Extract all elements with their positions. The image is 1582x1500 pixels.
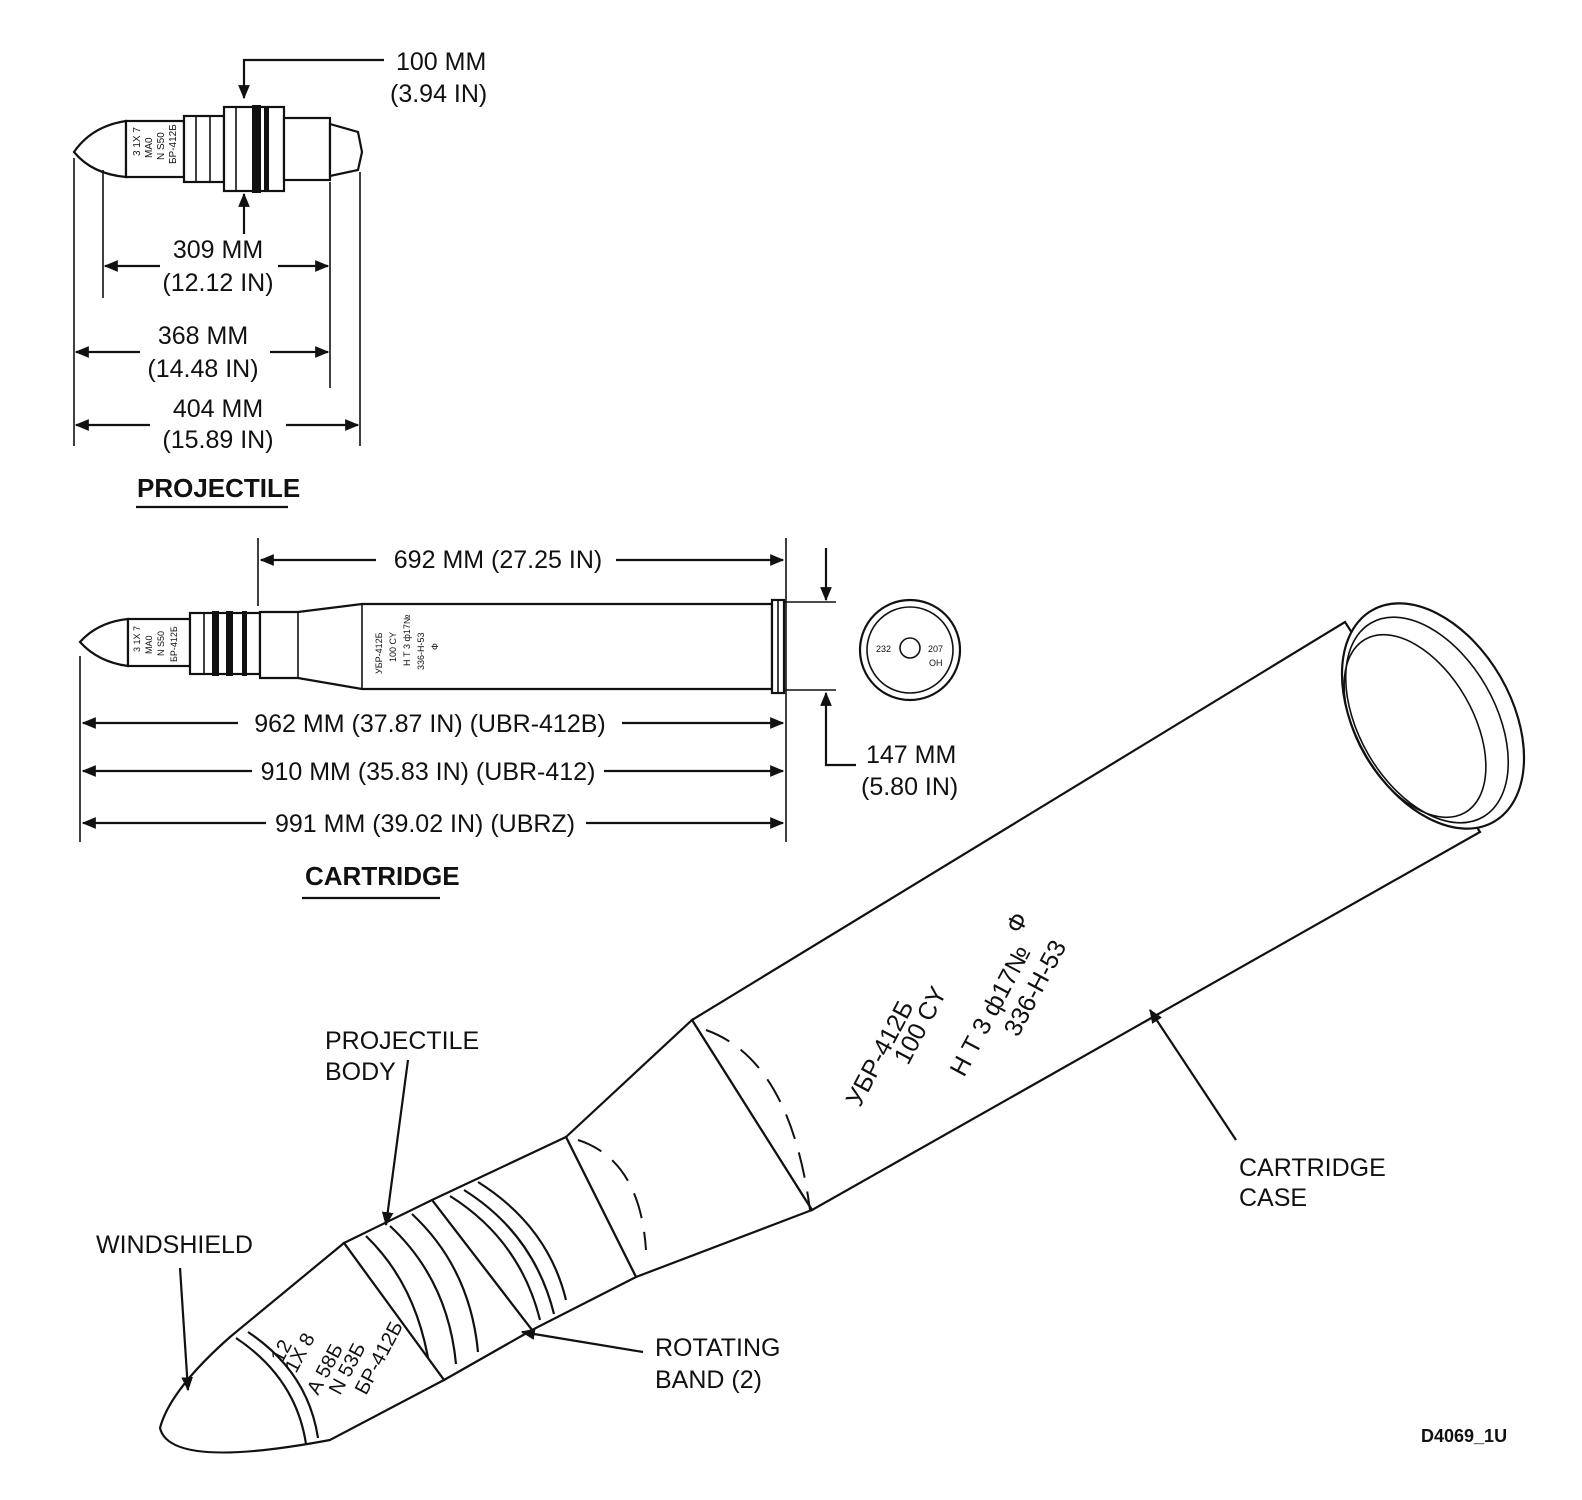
projectile-extension-lines	[73, 158, 361, 446]
cartridge-perspective-view: УБР-412Б 100 CY Н Т 3 ф17№ 336-Н-53 Ф 12…	[96, 602, 1526, 1454]
cartridge-case-markings: УБР-412Б 100 CY Н Т 3 ф17№ 336-Н-53 Ф	[374, 614, 440, 674]
cartridge-extension-lines	[79, 538, 836, 842]
projectile-markings: 3 1X 7 MA0 N S50 БР-412Б	[132, 124, 179, 164]
cartridge-nose-marking-2: MA0	[144, 635, 154, 654]
dim-404-mm: 404 MM	[173, 395, 263, 423]
projectile-body-callout: PROJECTILE BODY	[325, 1027, 479, 1227]
cartridge-nose-marking-4: БР-412Б	[169, 626, 179, 662]
dim-309-in: (12.12 IN)	[162, 269, 273, 297]
rotating-band-label-1: ROTATING	[655, 1334, 780, 1362]
cartridge-case-label-2: CASE	[1239, 1184, 1307, 1212]
dim-rim-in: (5.80 IN)	[861, 773, 958, 801]
cartridge-nose-markings: 3 1X 7 MA0 N S50 БР-412Б	[132, 626, 179, 662]
dim-404-in: (15.89 IN)	[162, 426, 273, 454]
base-marking-3: ОН	[929, 658, 943, 668]
cartridge-nose-marking-3: N S50	[156, 631, 166, 656]
rotating-band-callout: ROTATING BAND (2)	[520, 1328, 780, 1394]
cartridge-nose-marking-1: 3 1X 7	[132, 626, 142, 652]
dim-ubr412-label: 910 MM (35.83 IN) (UBR-412)	[261, 758, 596, 786]
projectile-marking-2: MA0	[144, 137, 155, 158]
dim-case-length: 692 MM (27.25 IN)	[259, 546, 785, 574]
dim-309: 309 MM (12.12 IN)	[103, 236, 330, 297]
dim-ubr412b-label: 962 MM (37.87 IN) (UBR-412B)	[254, 710, 606, 738]
dim-368-mm: 368 MM	[158, 322, 248, 350]
dim-ubrz-label: 991 MM (39.02 IN) (UBRZ)	[275, 810, 575, 838]
dim-rim: 147 MM (5.80 IN)	[820, 548, 958, 801]
cartridge-base-view: 232 207 ОН	[858, 598, 962, 702]
dim-368-in: (14.48 IN)	[147, 355, 258, 383]
cartridge-outline	[78, 598, 786, 695]
base-marking-2: 207	[928, 644, 943, 654]
perspective-case	[564, 602, 1526, 1279]
caliber-mm: 100 MM	[396, 48, 486, 76]
cartridge-case-label-1: CARTRIDGE	[1239, 1154, 1386, 1182]
projectile-marking-1: 3 1X 7	[132, 127, 143, 156]
dim-ubr412: 910 MM (35.83 IN) (UBR-412)	[81, 758, 785, 786]
caliber-in: (3.94 IN)	[390, 80, 487, 108]
cartridge-case-marking-3: Н Т 3 ф17№	[402, 614, 412, 666]
projectile-marking-3: N S50	[156, 132, 167, 160]
projectile-marking-4: БР-412Б	[168, 124, 179, 164]
dim-ubrz: 991 MM (39.02 IN) (UBRZ)	[81, 810, 785, 838]
dim-ubr412b: 962 MM (37.87 IN) (UBR-412B)	[81, 710, 785, 738]
cartridge-case-marking-1: УБР-412Б	[374, 632, 384, 674]
cartridge-caption: CARTRIDGE	[305, 861, 460, 891]
dim-case-length-label: 692 MM (27.25 IN)	[394, 546, 602, 574]
caliber-callout: 100 MM (3.94 IN)	[238, 48, 487, 234]
cartridge-case-marking-2: 100 CY	[388, 632, 398, 662]
rotating-band-label-2: BAND (2)	[655, 1366, 762, 1394]
projectile-caption: PROJECTILE	[137, 473, 300, 503]
dim-309-mm: 309 MM	[173, 236, 263, 264]
projectile-view: 3 1X 7 MA0 N S50 БР-412Б 100 MM (3.94 IN…	[72, 48, 487, 509]
dim-404: 404 MM (15.89 IN)	[74, 395, 360, 454]
figure-id: D4069_1U	[1421, 1426, 1507, 1446]
projectile-body-label-2: BODY	[325, 1058, 396, 1086]
cartridge-case-marking-5: Ф	[430, 643, 440, 650]
dim-rim-mm: 147 MM	[866, 741, 956, 769]
base-marking-1: 232	[876, 644, 891, 654]
windshield-callout: WINDSHIELD	[96, 1231, 253, 1392]
perspective-projectile	[158, 1135, 638, 1454]
projectile-body-label-1: PROJECTILE	[325, 1027, 479, 1055]
cartridge-case-callout: CARTRIDGE CASE	[1149, 1009, 1386, 1212]
cartridge-view: 3 1X 7 MA0 N S50 БР-412Б УБР-412Б 100 CY…	[78, 538, 962, 900]
projectile-outline	[72, 105, 364, 193]
dim-368: 368 MM (14.48 IN)	[74, 322, 330, 383]
windshield-label: WINDSHIELD	[96, 1231, 253, 1259]
cartridge-case-marking-4: 336-Н-53	[416, 632, 426, 670]
